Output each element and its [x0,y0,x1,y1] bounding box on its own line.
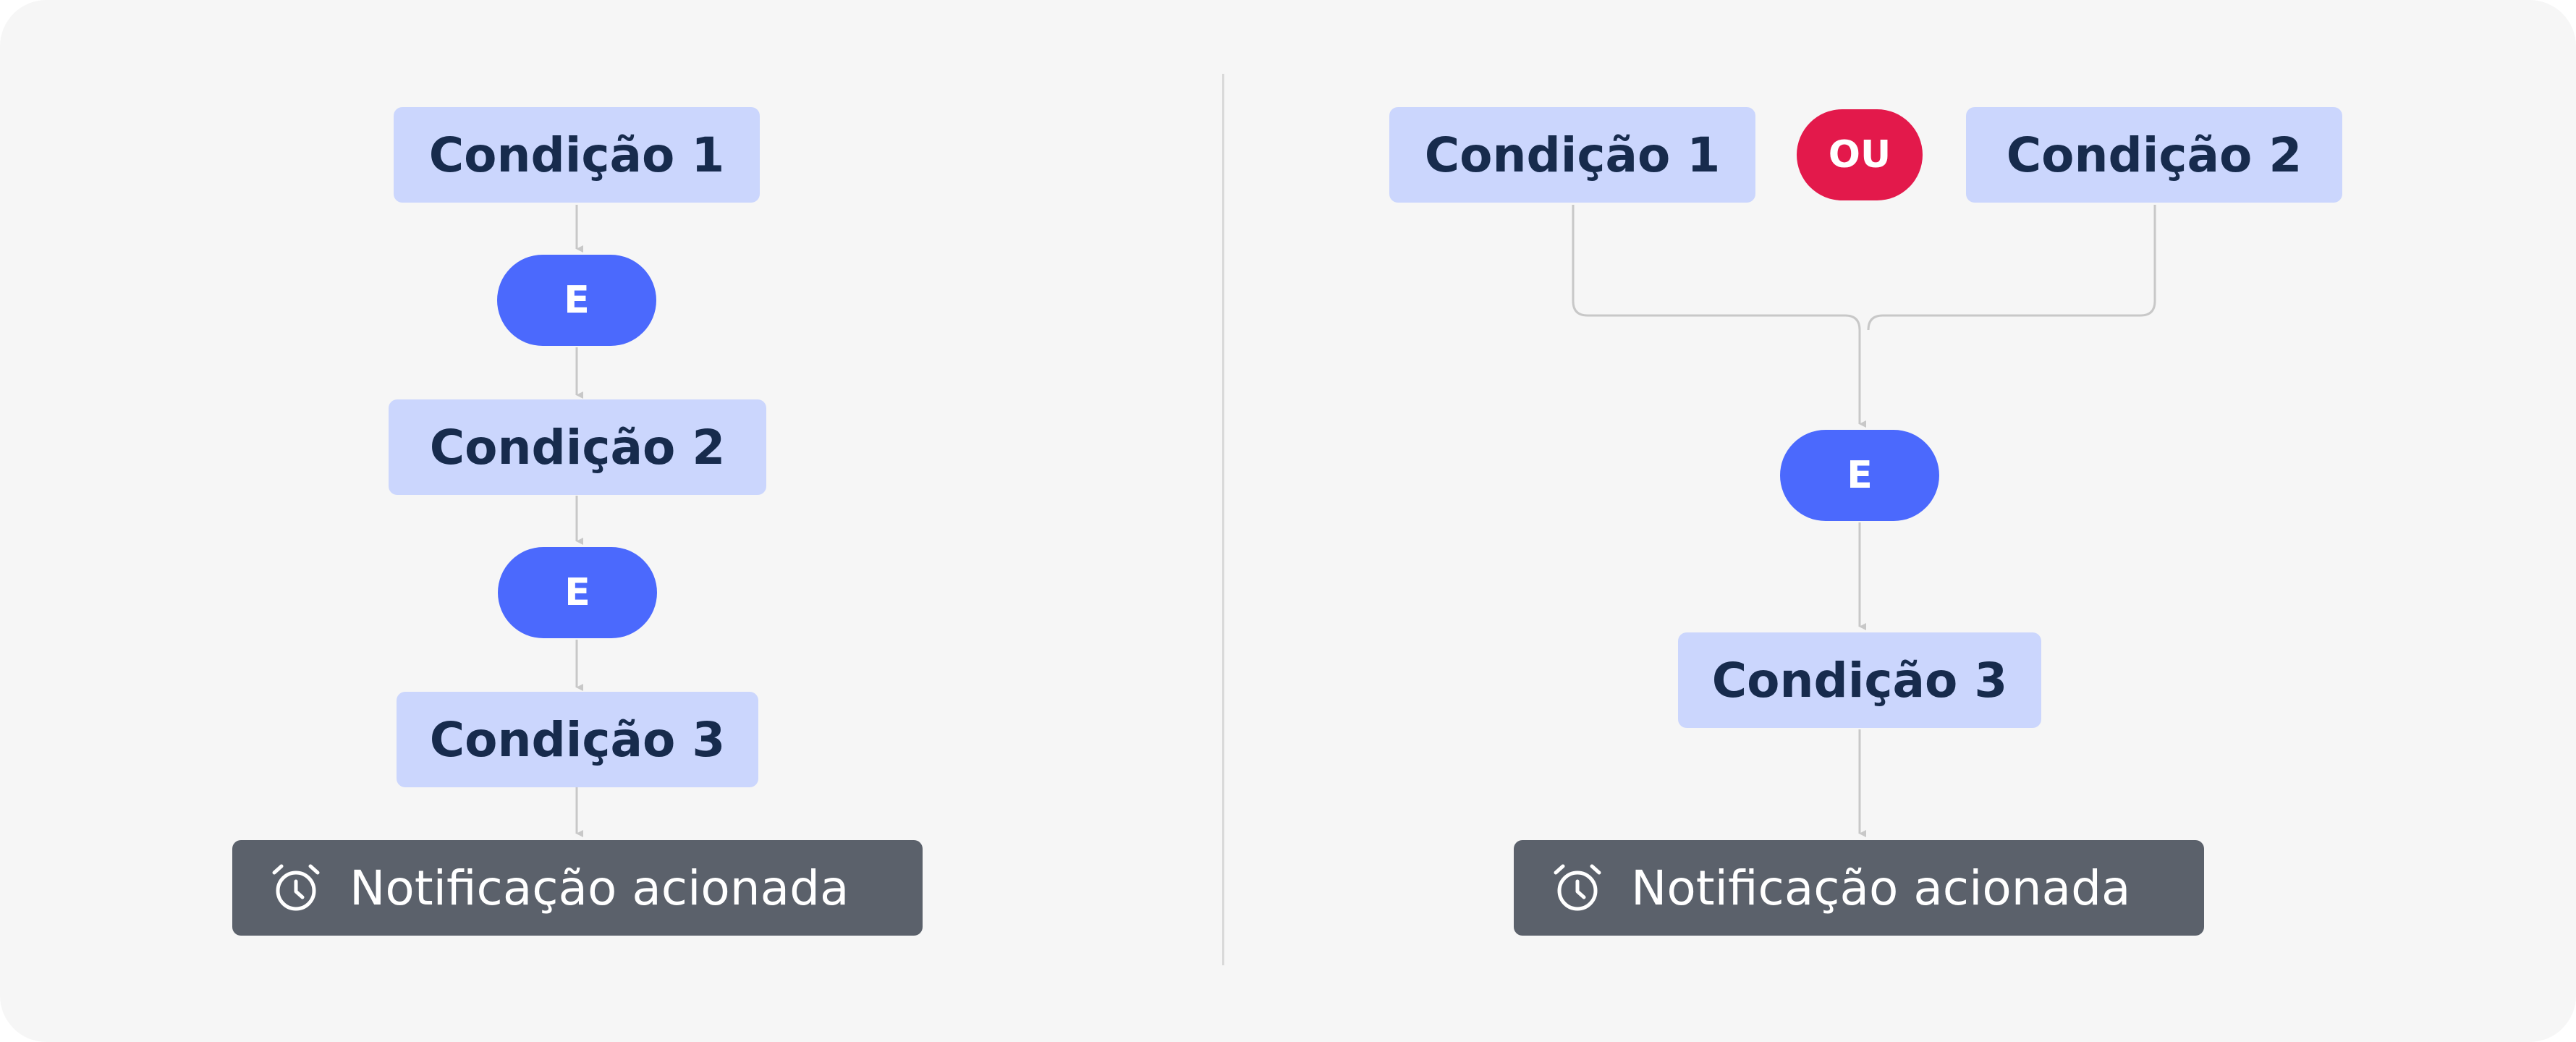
right-edge-cond1-to-merge [1572,205,1861,331]
notification-label: Notificação acionada [1631,860,2131,916]
left-condition-3: Condição 3 [397,692,758,787]
left-and-operator-2: E [498,547,657,638]
alarm-clock-icon [1551,862,1603,914]
right-condition-3: Condição 3 [1678,632,2041,728]
left-condition-1: Condição 1 [394,107,760,203]
notification-label: Notificação acionada [349,860,850,916]
alarm-clock-icon [270,862,322,914]
right-condition-2: Condição 2 [1966,107,2342,203]
right-edge-cond2-to-merge [1867,205,2156,331]
left-condition-2: Condição 2 [389,399,766,495]
right-and-operator: E [1780,430,1939,521]
right-notification-triggered: Notificação acionada [1514,840,2204,936]
left-notification-triggered: Notificação acionada [232,840,923,936]
right-or-operator: OU [1797,109,1923,200]
left-and-operator-1: E [497,255,656,346]
panel-divider [1222,74,1224,965]
right-condition-1: Condição 1 [1389,107,1755,203]
